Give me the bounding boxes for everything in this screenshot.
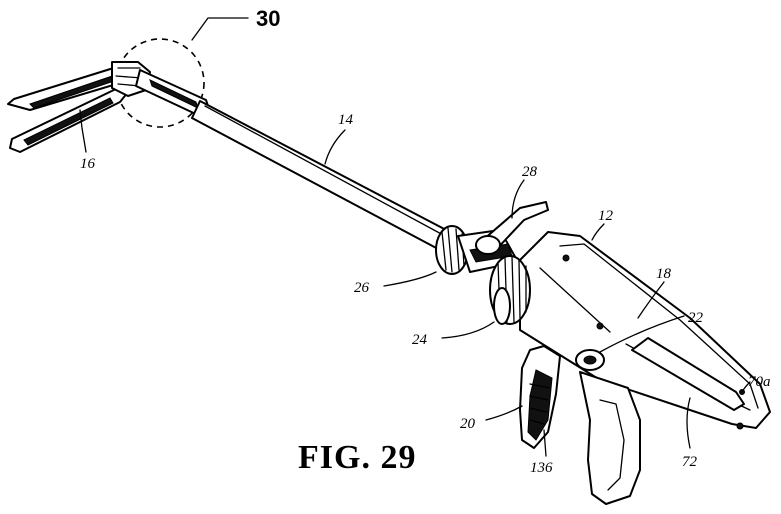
label-20: 20 <box>460 416 476 432</box>
fixed-grip <box>580 372 640 504</box>
articulation-knob <box>490 256 530 324</box>
label-24: 24 <box>412 332 428 348</box>
figure-caption: FIG. 29 <box>298 439 416 476</box>
label-22: 22 <box>688 310 704 326</box>
end-effector <box>8 62 210 152</box>
shaft <box>192 101 450 250</box>
label-70a: 70a <box>748 374 771 390</box>
label-16: 16 <box>80 156 96 172</box>
label-72: 72 <box>682 454 698 470</box>
label-18: 18 <box>656 266 672 282</box>
trigger <box>520 346 560 448</box>
label-30: 30 <box>256 6 280 31</box>
label-136: 136 <box>530 460 553 476</box>
label-12: 12 <box>598 208 614 224</box>
label-26: 26 <box>354 280 370 296</box>
button <box>576 350 604 370</box>
label-14: 14 <box>338 112 354 128</box>
label-28: 28 <box>522 164 538 180</box>
